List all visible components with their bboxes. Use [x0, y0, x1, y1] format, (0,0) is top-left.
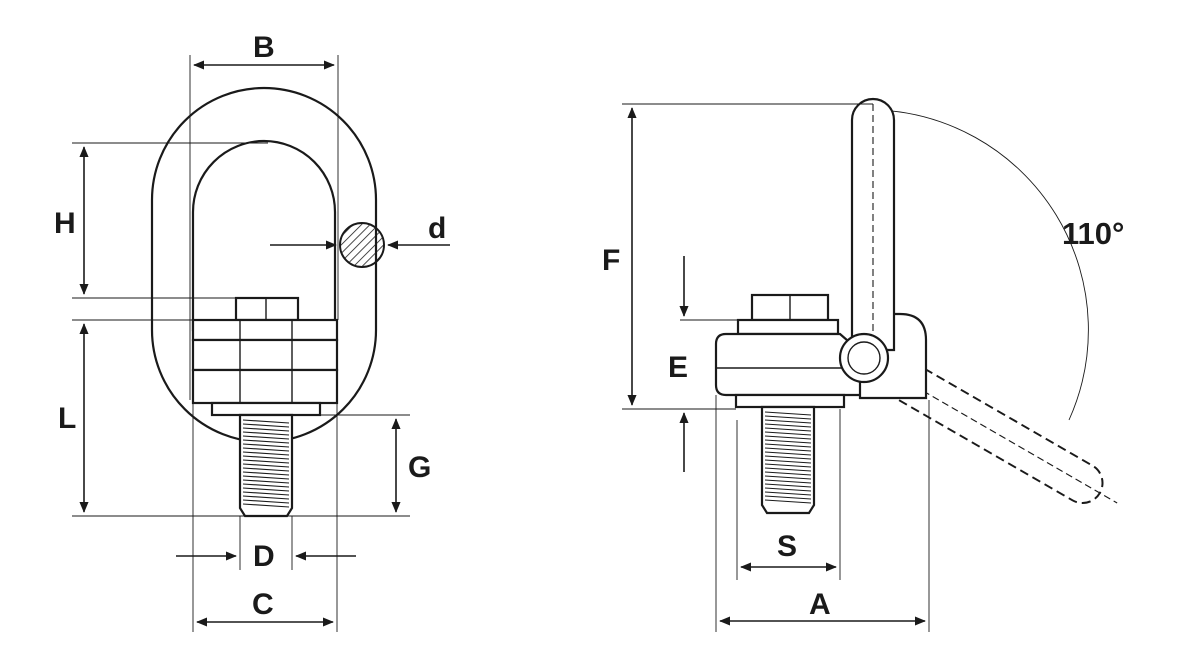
thread-line: [242, 423, 290, 428]
label-G: G: [408, 451, 431, 484]
thread-line: [242, 491, 290, 496]
thread-line: [764, 463, 812, 468]
label-E: E: [668, 351, 688, 384]
thread-line: [242, 463, 290, 468]
thread-line: [242, 479, 290, 484]
thread-line: [764, 487, 812, 492]
thread-line: [242, 427, 290, 432]
thread-line: [764, 495, 812, 500]
pivot-boss: [838, 332, 890, 384]
label-S: S: [777, 530, 797, 563]
thread-line: [764, 411, 812, 416]
thread-line: [764, 431, 812, 436]
thread-line: [242, 419, 290, 424]
thread-line: [764, 459, 812, 464]
thread-line: [242, 435, 290, 440]
swivel-body-lower: [191, 368, 339, 405]
label-L: L: [58, 402, 76, 435]
label-C: C: [252, 588, 274, 621]
thread-line: [242, 467, 290, 472]
thread-line: [242, 431, 290, 436]
thread-line: [764, 455, 812, 460]
hex-nut-front: [234, 296, 300, 322]
thread-line: [242, 451, 290, 456]
label-H: H: [54, 207, 76, 240]
thread-line: [242, 439, 290, 444]
thread-line: [764, 439, 812, 444]
thread-line: [242, 475, 290, 480]
label-B: B: [253, 31, 275, 64]
label-F: F: [602, 244, 620, 277]
label-A: A: [809, 588, 831, 621]
swivel-body-mid: [191, 338, 339, 372]
side-view: F E S A 110°: [602, 97, 1124, 632]
thread-lines: [242, 419, 290, 508]
washer-front: [210, 401, 322, 417]
ring-inner: [191, 139, 337, 332]
thread-line: [764, 415, 812, 420]
thread-line: [764, 479, 812, 484]
thread-line: [764, 427, 812, 432]
thread-line: [764, 435, 812, 440]
thread-line: [242, 499, 290, 504]
thread-line: [242, 443, 290, 448]
thread-line: [242, 459, 290, 464]
thread-line: [764, 499, 812, 504]
thread-line: [764, 443, 812, 448]
thread-line: [242, 495, 290, 500]
swing-angle-arc: [879, 109, 1089, 421]
thread-line: [764, 467, 812, 472]
thread-line: [764, 491, 812, 496]
handle-upright: [850, 97, 896, 352]
front-view: B H d L G D C: [54, 31, 450, 632]
thread-line: [764, 483, 812, 488]
thread-line: [764, 475, 812, 480]
label-d: d: [428, 212, 446, 245]
swivel-body-side: [714, 332, 872, 397]
thread-line: [764, 471, 812, 476]
thread-line: [764, 447, 812, 452]
thread-line: [242, 447, 290, 452]
thread-line: [242, 483, 290, 488]
thread-line: [764, 451, 812, 456]
thread-line: [764, 419, 812, 424]
label-D: D: [253, 540, 275, 573]
thread-line: [242, 471, 290, 476]
thread-line: [242, 455, 290, 460]
label-angle: 110°: [1062, 216, 1124, 251]
thread-line: [764, 423, 812, 428]
wire-section: [339, 222, 385, 268]
swivel-body-upper: [191, 318, 339, 342]
washer-side: [734, 393, 846, 409]
thread-lines: [764, 411, 812, 504]
thread-line: [242, 487, 290, 492]
thread-line: [242, 503, 290, 508]
